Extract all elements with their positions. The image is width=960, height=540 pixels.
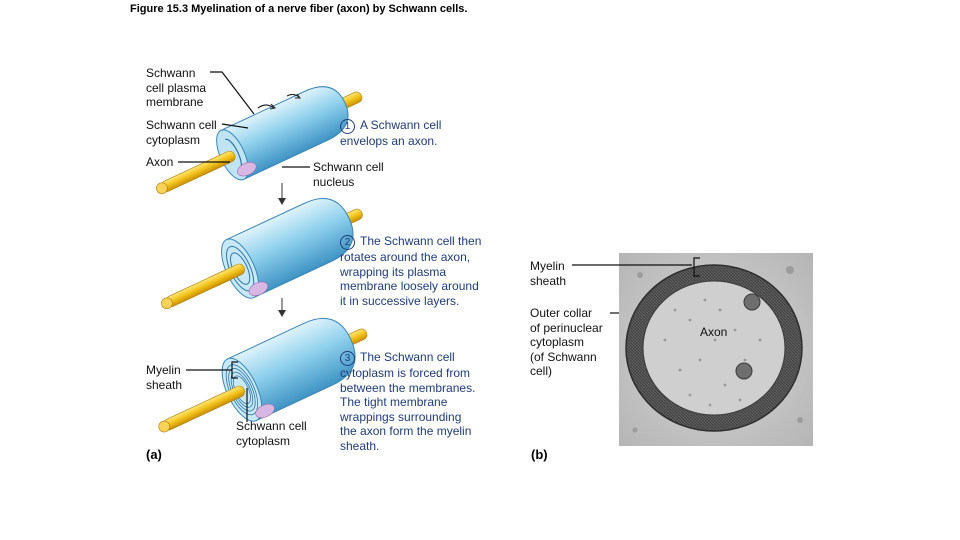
label-myelin-sheath-b: Myelin sheath [530, 259, 567, 288]
schwann-body-step1 [220, 86, 349, 180]
nucleus-step1 [237, 161, 257, 177]
schwann-cell-step2 [161, 198, 363, 310]
electron-micrograph [619, 253, 813, 446]
panel-a-tag: (a) [146, 447, 162, 462]
step-1-number: 1 [340, 119, 355, 134]
leader-lines-b [572, 257, 700, 314]
label-outer-collar: Outer collar of perinuclear cytoplasm (o… [530, 306, 603, 378]
label-schwann-plasma-membrane: Schwann cell plasma membrane [146, 66, 207, 109]
figure-title: Figure 15.3 Myelination of a nerve fiber… [130, 3, 468, 15]
label-myelin-sheath-a: Myelin sheath [146, 363, 183, 392]
arrow-down-2 [278, 298, 286, 317]
label-axon-a: Axon [146, 155, 174, 169]
arrow-down-1 [278, 183, 286, 205]
label-axon-b: Axon [700, 325, 728, 339]
schwann-cell-step3 [158, 317, 368, 433]
step-3-number: 3 [340, 351, 355, 366]
label-schwann-cytoplasm: Schwann cell cytoplasm [146, 118, 217, 147]
axon-cross-section [642, 280, 786, 416]
panel-b-tag: (b) [531, 447, 548, 462]
label-schwann-nucleus: Schwann cell nucleus [313, 160, 384, 189]
schwann-cell-step1 [156, 86, 363, 195]
label-schwann-cytoplasm-bottom: Schwann cell cytoplasm [236, 419, 307, 448]
step-2-number: 2 [340, 235, 355, 250]
leader-lines-a [178, 71, 310, 422]
